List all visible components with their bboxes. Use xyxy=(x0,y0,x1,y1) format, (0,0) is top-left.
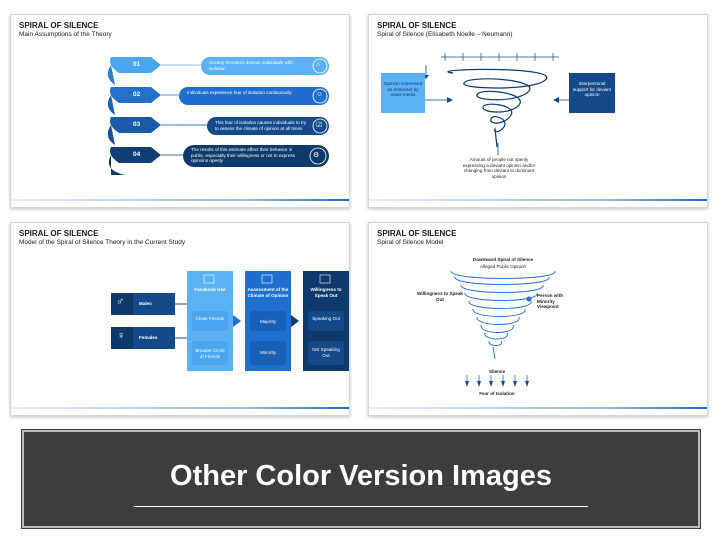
slide-footer-line xyxy=(369,199,707,201)
male-icon: ♂ xyxy=(116,296,125,308)
slide-thumbnail-1[interactable]: SPIRAL OF SILENCE Main Assumptions of th… xyxy=(10,14,350,208)
downward-spiral-diagram xyxy=(450,270,556,387)
color-versions-banner: Other Color Version Images xyxy=(21,429,701,529)
slide-title: SPIRAL OF SILENCE xyxy=(19,229,99,238)
silence-label: Silence xyxy=(488,369,506,374)
top-label: Downward Spiral of Silence xyxy=(472,257,534,262)
item-number-2: 02 xyxy=(133,91,141,98)
model-diagram xyxy=(111,271,349,371)
item-close-friends: Close Friends xyxy=(195,316,225,321)
slide-subtitle: Spiral of Silence (Elisabeth Noelle – Ne… xyxy=(377,31,513,38)
column-heading-willingness: Willingness to Speak Out xyxy=(310,287,342,298)
item-text-4: The results of this estimate affect thei… xyxy=(191,147,295,164)
item-not-speaking-out: Not Speaking Out xyxy=(312,347,340,358)
female-icon: ♀ xyxy=(117,330,126,342)
checklist-icon: ☑ xyxy=(316,122,323,129)
slide-footer-line xyxy=(369,407,707,409)
slide-thumbnail-4[interactable]: SPIRAL OF SILENCE Spiral of Silence Mode… xyxy=(368,222,708,416)
slide-thumbnail-3[interactable]: SPIRAL OF SILENCE Model of the Spiral of… xyxy=(10,222,350,416)
item-majority: Majority xyxy=(259,319,277,324)
banner-title: Other Color Version Images xyxy=(170,460,552,492)
item-text-1: Society threatens deviant individuals wi… xyxy=(209,60,293,71)
group-females: Females xyxy=(139,335,158,340)
item-speaking-out: Speaking Out xyxy=(312,316,340,321)
network-icon: ⌂ xyxy=(316,61,321,68)
slide-footer-line xyxy=(11,407,349,409)
slide-title: SPIRAL OF SILENCE xyxy=(377,229,457,238)
slide-title: SPIRAL OF SILENCE xyxy=(377,21,457,30)
column-heading-facebook: Facebook Use xyxy=(194,287,226,292)
slide-footer-line xyxy=(11,199,349,201)
column-heading-assessment: Assessment of the Climate of Opinion xyxy=(247,287,289,298)
item-number-4: 04 xyxy=(133,151,141,158)
spiral-diagram xyxy=(381,53,615,155)
slide-subtitle: Model of the Spiral of Silence Theory in… xyxy=(19,239,186,246)
item-broader-circle: Broader Circle of Friends xyxy=(195,348,225,359)
ribbon-diagram xyxy=(107,57,329,175)
brain-gear-icon: ⚙ xyxy=(313,152,320,159)
right-label: Person with Minority Viewpoint xyxy=(537,293,564,310)
item-text-2: Individuals experience fear of isolation… xyxy=(187,90,292,95)
mass-media-box: Opinion expressed as dominant by mass me… xyxy=(383,81,423,98)
group-males: Males xyxy=(139,301,152,306)
banner-underline xyxy=(134,506,588,507)
item-number-3: 03 xyxy=(133,121,141,128)
item-text-3: This fear of isolation causes individual… xyxy=(215,120,307,131)
slide-subtitle: Main Assumptions of the Theory xyxy=(19,31,112,38)
left-label: Willingness to Speak Out xyxy=(417,291,463,302)
top-sub-label: Alleged Public Opinion xyxy=(479,264,527,269)
item-number-1: 01 xyxy=(133,61,141,68)
slide-subtitle: Spiral of Silence Model xyxy=(377,239,444,246)
interpersonal-box: Interpersonal support for deviant opinio… xyxy=(572,81,612,98)
slide-thumbnail-2[interactable]: SPIRAL OF SILENCE Spiral of Silence (Eli… xyxy=(368,14,708,208)
head-icon: ☺ xyxy=(316,91,324,98)
slide-title: SPIRAL OF SILENCE xyxy=(19,21,99,30)
item-minority: Minority xyxy=(259,350,277,355)
fear-label: Fear of Isolation xyxy=(479,391,515,396)
spiral-caption: Amount of people not openly expressing a… xyxy=(462,157,536,180)
